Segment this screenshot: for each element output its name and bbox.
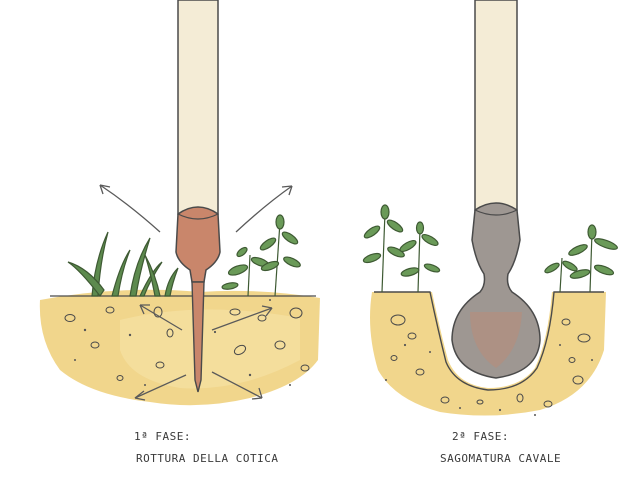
handle-1: [178, 0, 218, 214]
phase-2-title: 2ª FASE:: [452, 430, 509, 443]
grass-left-1: [68, 232, 178, 296]
phase-1-subtitle: ROTTURA DELLA COTICA: [136, 452, 278, 465]
plant-right-1: [222, 215, 302, 296]
handle-2: [475, 0, 517, 210]
phase-1-panel: [40, 0, 320, 405]
phase-2-panel: [362, 0, 618, 416]
phase-1-title: 1ª FASE:: [134, 430, 191, 443]
plant-right-2: [544, 225, 619, 292]
phase-2-subtitle: SAGOMATURA CAVALE: [440, 452, 561, 465]
tool-head-1: [176, 207, 220, 282]
plant-left-2: [362, 205, 440, 292]
